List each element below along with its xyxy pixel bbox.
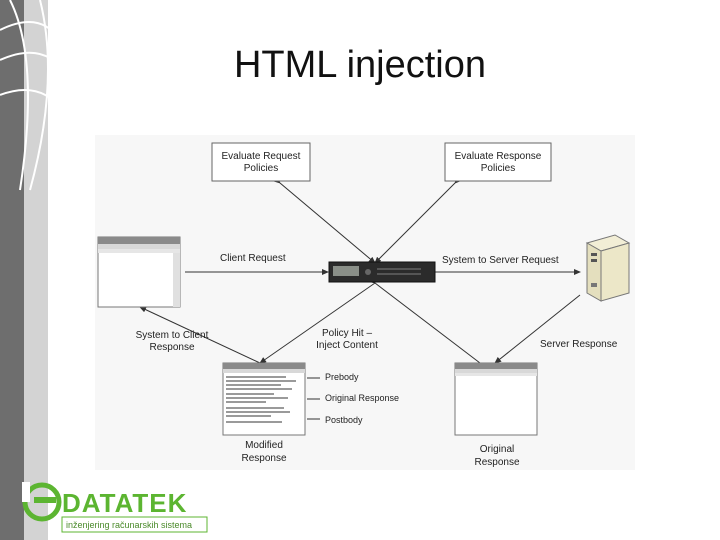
prebody-label: Prebody: [325, 372, 359, 382]
client-request-label: Client Request: [220, 253, 286, 264]
arrow-original-response: [368, 276, 481, 364]
arrow-response-policy: [374, 176, 462, 264]
modified-response-window: [222, 362, 306, 436]
original-response-part-label: Original Response: [325, 393, 399, 403]
policy-hit-label-1: Policy Hit –: [322, 328, 372, 339]
evaluate-response-label-1: Evaluate Response: [455, 151, 542, 162]
server-response-label: Server Response: [540, 339, 618, 350]
html-injection-diagram: Evaluate Request Policies Evaluate Respo…: [95, 135, 635, 470]
datatek-wordmark: DATATEK: [62, 488, 187, 518]
policy-hit-label-2: Inject Content: [316, 340, 378, 351]
arrow-system-to-client: [139, 306, 261, 364]
evaluate-request-box: [211, 142, 311, 182]
client-browser-window: [97, 236, 181, 308]
modified-response-label-1: Modified: [245, 440, 283, 451]
modified-response-label-2: Response: [241, 453, 286, 464]
postbody-label: Postbody: [325, 415, 363, 425]
globe-decoration: [0, 0, 67, 191]
evaluate-response-box: [444, 142, 552, 182]
evaluate-request-label-1: Evaluate Request: [222, 151, 301, 162]
evaluate-request-label-2: Policies: [244, 163, 278, 174]
arrow-server-response: [494, 294, 581, 364]
original-response-label-2: Response: [474, 457, 519, 468]
evaluate-response-label-2: Policies: [481, 163, 515, 174]
datatek-emblem: [22, 482, 62, 522]
arrow-policy-hit: [259, 282, 376, 364]
system-to-client-label-1: System to Client: [136, 330, 209, 341]
slide-title: HTML injection: [233, 44, 486, 86]
system-to-server-label: System to Server Request: [442, 255, 559, 266]
original-response-window: [454, 362, 538, 436]
arrow-request-policy: [273, 176, 376, 264]
datatek-logo: DATATEK inženjering računarskih sistema: [22, 482, 208, 533]
datatek-tagline: inženjering računarskih sistema: [66, 520, 192, 530]
original-response-label-1: Original: [480, 444, 514, 455]
system-to-client-label-2: Response: [149, 342, 194, 353]
server-icon: [585, 234, 631, 302]
appliance-device-icon: [328, 261, 436, 283]
